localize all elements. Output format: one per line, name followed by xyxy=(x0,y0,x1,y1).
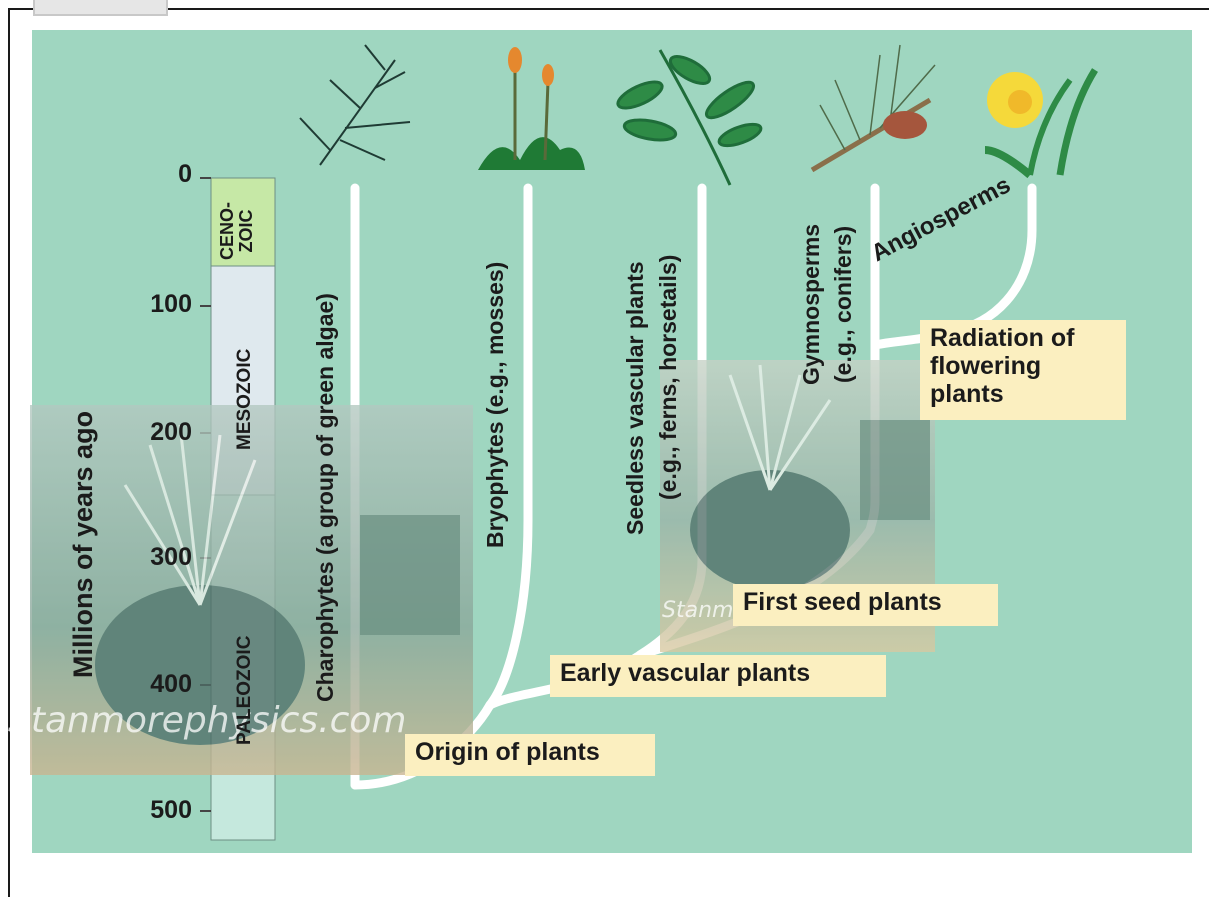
tick-label-500: 500 xyxy=(122,796,192,825)
era-label-mesozoic: MESOZOIC xyxy=(232,349,258,450)
watermark-left: Stanmorephysics.com xyxy=(8,700,407,741)
lineage-label-gymnosperms-2: (e.g., conifers) xyxy=(830,226,856,383)
tick-label-0: 0 xyxy=(122,160,192,189)
tick-label-200: 200 xyxy=(122,418,192,447)
era-label-paleozoic: PALEOZOIC xyxy=(232,636,258,745)
tick-label-300: 300 xyxy=(122,543,192,572)
callout-first-seed: First seed plants xyxy=(733,584,998,626)
lineage-label-seedless-2: (e.g., ferns, horsetails) xyxy=(655,255,681,500)
moss-icon xyxy=(478,47,585,170)
radiation-line-1: Radiation of xyxy=(930,324,1116,352)
radiation-line-3: plants xyxy=(930,380,1116,408)
era-label-cenozoic: CENO- ZOIC xyxy=(218,202,256,260)
lineage-label-bryophytes: Bryophytes (e.g., mosses) xyxy=(482,262,508,548)
daffodil-icon xyxy=(985,70,1095,175)
lineage-label-seedless-1: Seedless vascular plants xyxy=(622,261,648,535)
lineage-label-charophytes: Charophytes (a group of green algae) xyxy=(312,293,338,702)
radiation-line-2: flowering xyxy=(930,352,1116,380)
fern-icon xyxy=(614,50,763,185)
green-algae-icon xyxy=(300,45,410,165)
axis-title: Millions of years ago xyxy=(70,411,96,678)
tick-label-400: 400 xyxy=(122,670,192,699)
conifer-icon xyxy=(812,45,935,170)
lineage-label-gymnosperms-1: Gymnosperms xyxy=(798,224,824,385)
callout-radiation-flowering: Radiation of flowering plants xyxy=(920,320,1126,420)
tick-label-100: 100 xyxy=(122,290,192,319)
callout-origin-of-plants: Origin of plants xyxy=(405,734,655,776)
callout-early-vascular: Early vascular plants xyxy=(550,655,886,697)
